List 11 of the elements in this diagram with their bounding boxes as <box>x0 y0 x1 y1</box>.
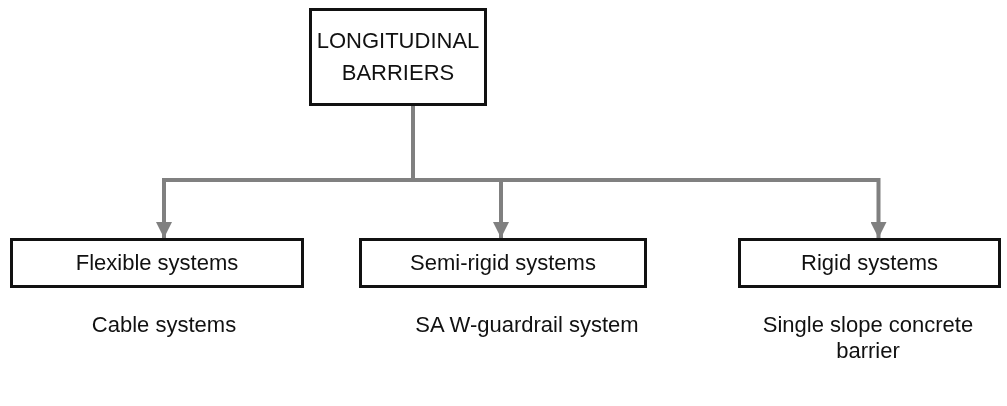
subcategory-box <box>10 238 304 288</box>
category-box <box>309 8 487 106</box>
example-label: Cable systems <box>90 312 238 339</box>
example-label: SA W-guardrail system <box>414 312 640 339</box>
subcategory-box <box>738 238 1001 288</box>
box-label: Flexible systems <box>75 249 239 278</box>
box-label: Semi-rigid systems <box>410 249 596 278</box>
subcategory-box <box>359 238 647 288</box>
box-label: LONGITUDINAL BARRIERS <box>315 27 481 87</box>
box-label: Rigid systems <box>801 249 938 278</box>
example-label: Single slope concrete barrier <box>761 312 975 365</box>
